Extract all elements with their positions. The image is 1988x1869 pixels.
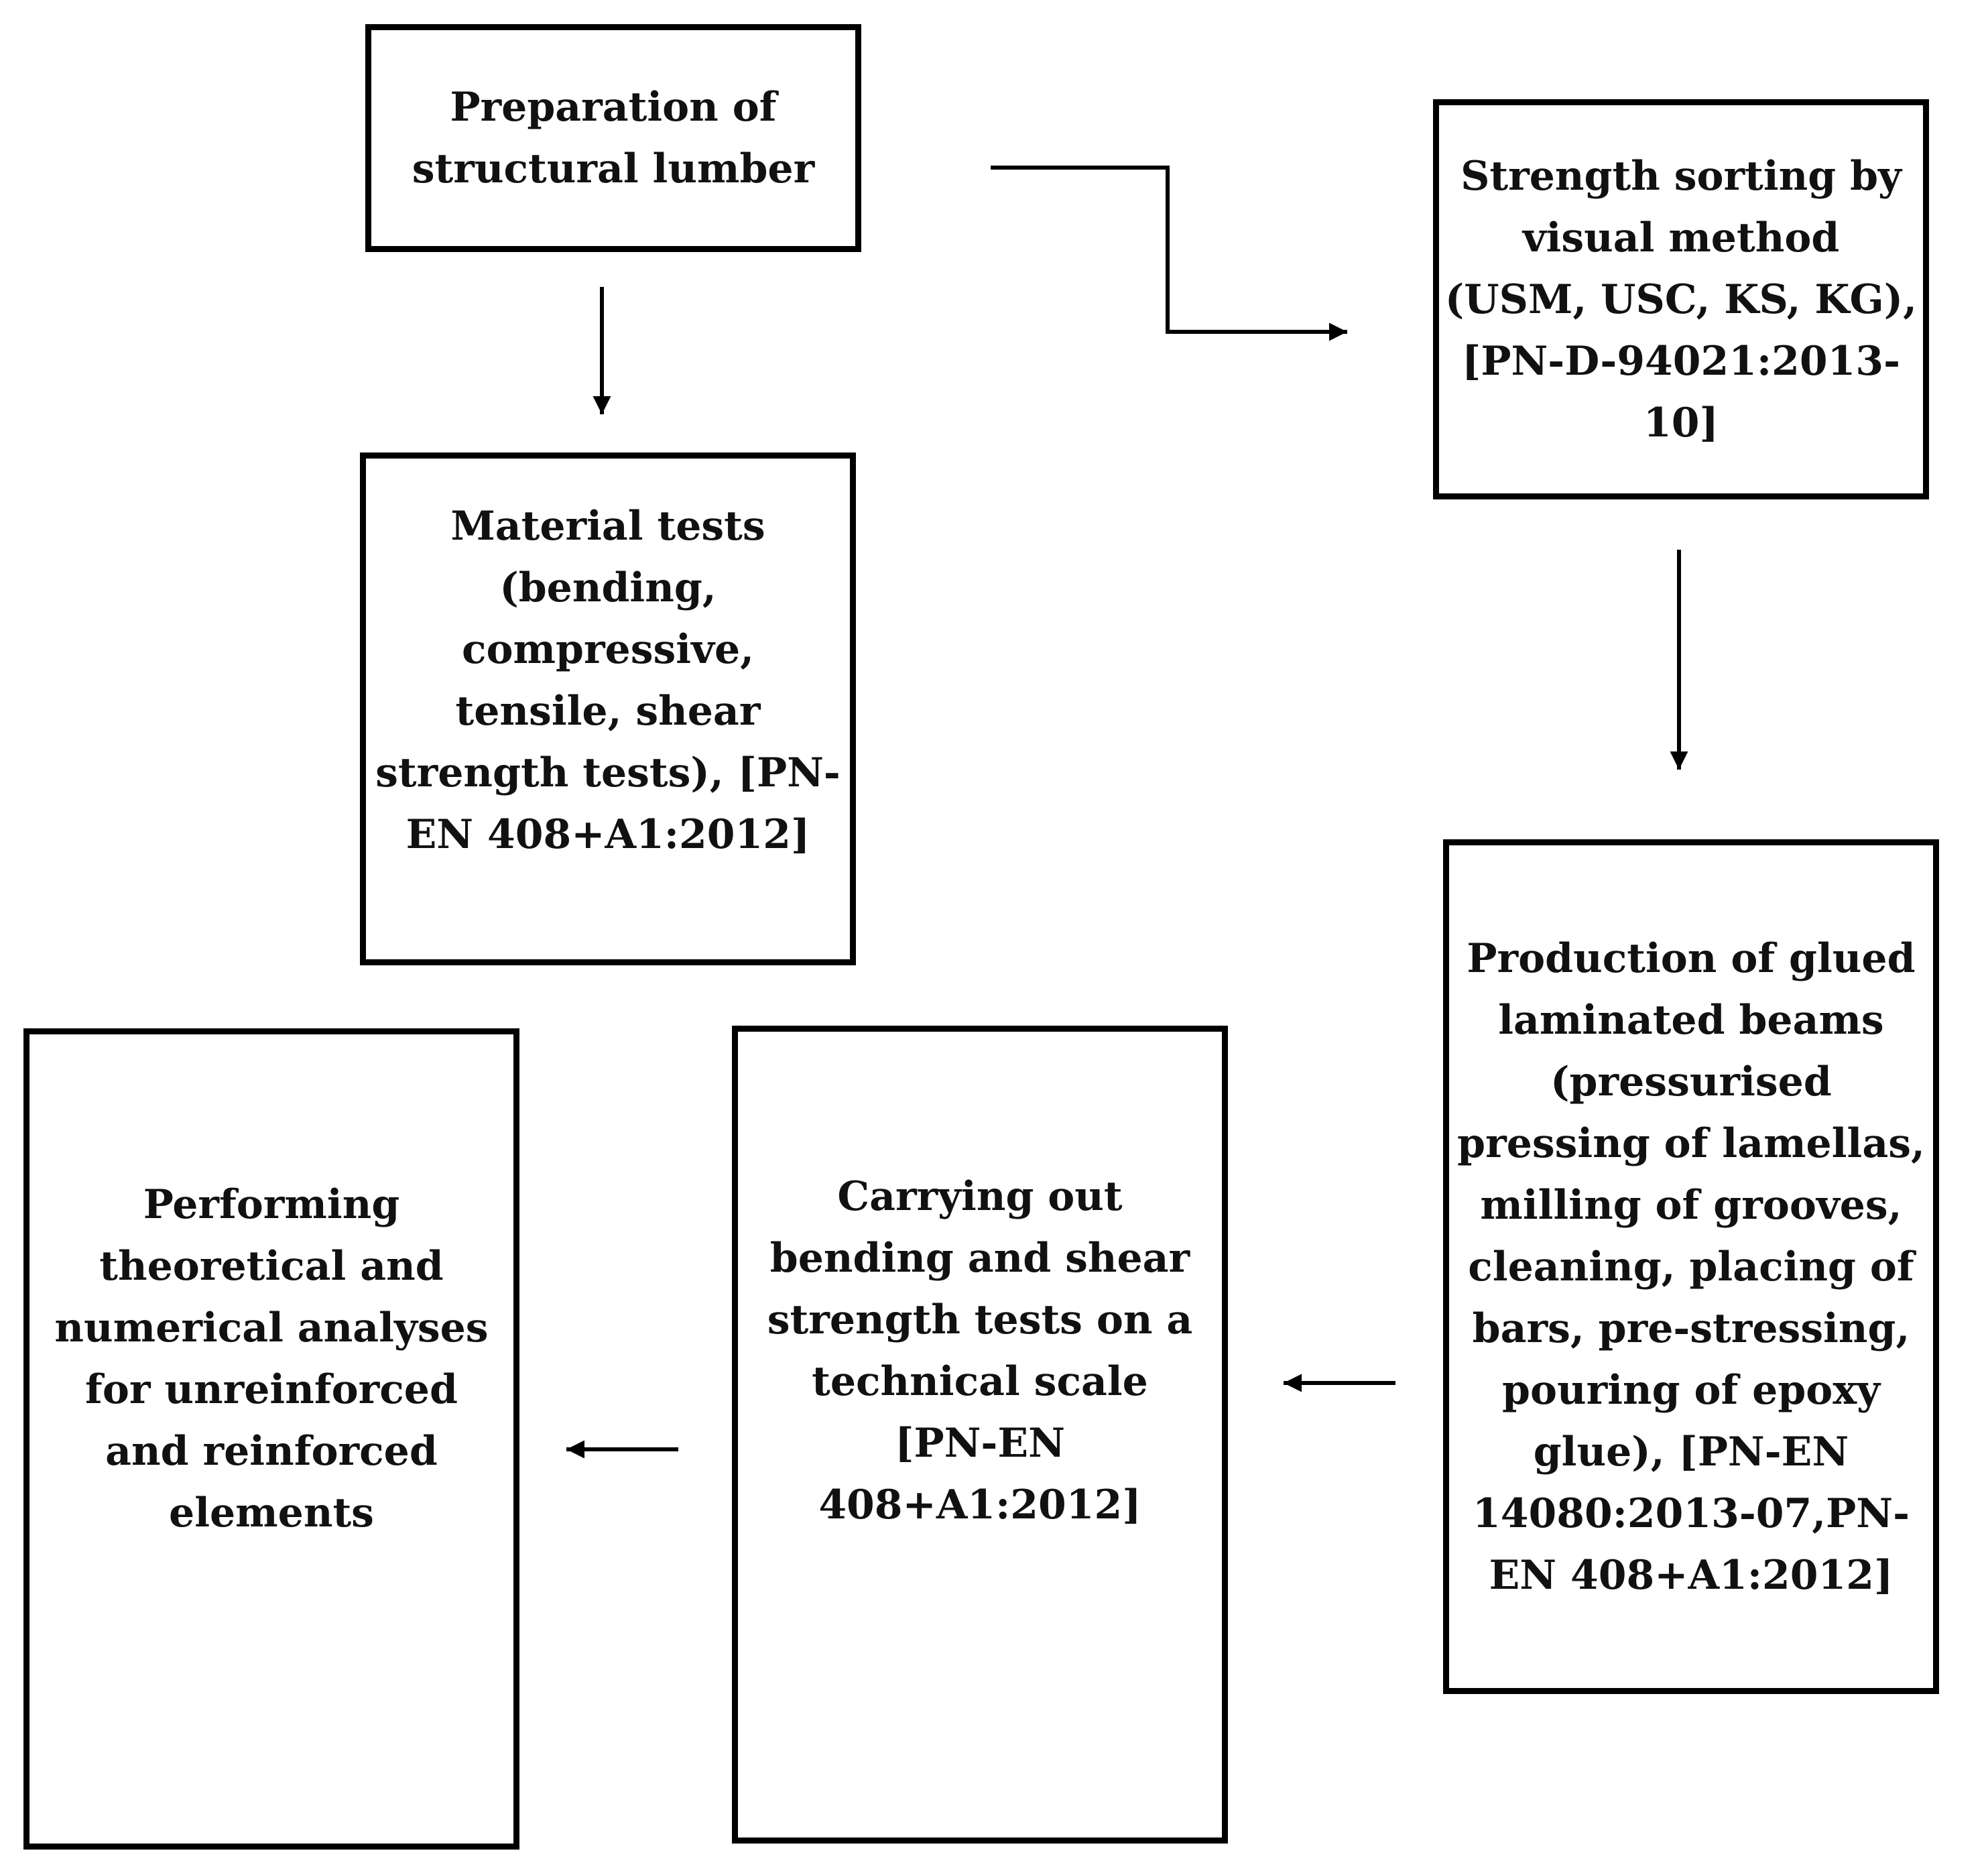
production-box: Production of glued laminated beams (pre…: [1443, 839, 1939, 1694]
carrying-out-box: Carrying out bending and shear strength …: [732, 1026, 1228, 1844]
strength-sorting-label: Strength sorting by visual method (USM, …: [1444, 152, 1918, 446]
carrying-out-label: Carrying out bending and shear strength …: [767, 1173, 1193, 1528]
preparation-label: Preparation of structural lumber: [412, 84, 815, 192]
material-tests-box: Material tests (bending, compressive, te…: [360, 453, 856, 965]
performing-label: Performing theoretical and numerical ana…: [54, 1181, 489, 1536]
performing-box: Performing theoretical and numerical ana…: [23, 1028, 519, 1850]
strength-sorting-box: Strength sorting by visual method (USM, …: [1433, 99, 1929, 499]
production-label: Production of glued laminated beams (pre…: [1457, 934, 1925, 1599]
preparation-box: Preparation of structural lumber: [365, 24, 861, 252]
material-tests-label: Material tests (bending, compressive, te…: [375, 503, 841, 858]
arrow-preparation-to-strength-sorting: [991, 166, 1347, 341]
